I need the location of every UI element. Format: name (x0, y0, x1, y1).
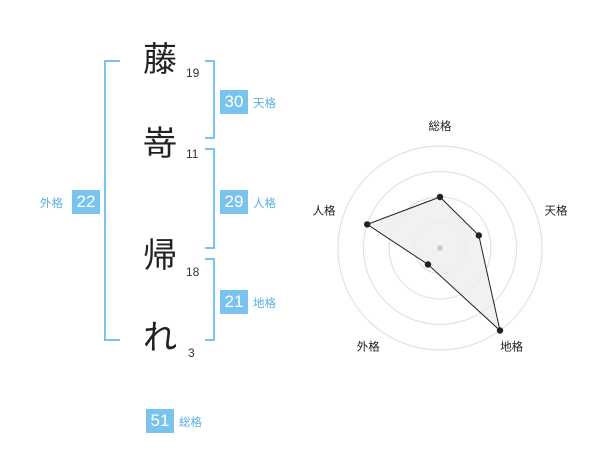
name-char-1: 藤 (143, 40, 177, 80)
radar-axis-label-4: 外格 (357, 340, 380, 354)
jinkaku-label: 人格 (253, 196, 276, 210)
radar-polygon (366, 196, 501, 332)
radar-axis-label-2: 天格 (545, 203, 568, 217)
name-char-3: 帰 (143, 236, 177, 276)
tenkaku-bracket-vertical (213, 60, 215, 139)
stroke-count-2: 11 (186, 147, 199, 161)
stroke-count-4: 3 (188, 346, 195, 360)
soukaku-label: 総格 (179, 415, 202, 429)
chikaku-bracket-bottom (205, 339, 215, 341)
stroke-count-3: 18 (186, 265, 200, 279)
radar-point-2 (475, 232, 482, 239)
chikaku-score: 21 (220, 290, 248, 314)
tenkaku-label: 天格 (253, 96, 276, 110)
gaikaku-score: 22 (72, 190, 100, 214)
tenkaku-bracket-bottom (205, 137, 215, 139)
chikaku-label: 地格 (253, 296, 276, 310)
radar-axis-label-5: 人格 (313, 203, 336, 217)
gaikaku-bracket-top (104, 60, 120, 62)
radar-shape (364, 193, 504, 334)
gaikaku-bracket-vertical (104, 60, 106, 341)
jinkaku-bracket-top (205, 148, 215, 150)
chikaku-bracket-top (205, 258, 215, 260)
jinkaku-bracket-bottom (205, 247, 215, 249)
radar-point-3 (496, 327, 504, 334)
radar-center-dot (437, 245, 443, 251)
jinkaku-score: 29 (220, 190, 248, 214)
radar-axis-label-3: 地格 (500, 340, 523, 354)
stroke-count-1: 19 (186, 66, 200, 80)
radar-axis-label-1: 総格 (429, 119, 452, 133)
soukaku-score: 51 (146, 409, 174, 433)
gaikaku-label: 外格 (40, 196, 63, 210)
gaikaku-bracket-bottom (104, 339, 120, 341)
name-char-2: 嵜 (143, 124, 177, 164)
name-char-4: れ (143, 318, 177, 358)
radar-grid (337, 145, 543, 351)
tenkaku-bracket-top (205, 60, 215, 62)
radar-ring (363, 171, 517, 325)
radar-point-1 (436, 193, 444, 201)
chikaku-bracket-vertical (213, 258, 215, 341)
radar-ring (337, 145, 543, 351)
tenkaku-score: 30 (220, 90, 248, 114)
radar-point-5 (364, 221, 371, 228)
jinkaku-bracket-vertical (213, 148, 215, 249)
radar-point-4 (424, 261, 432, 268)
